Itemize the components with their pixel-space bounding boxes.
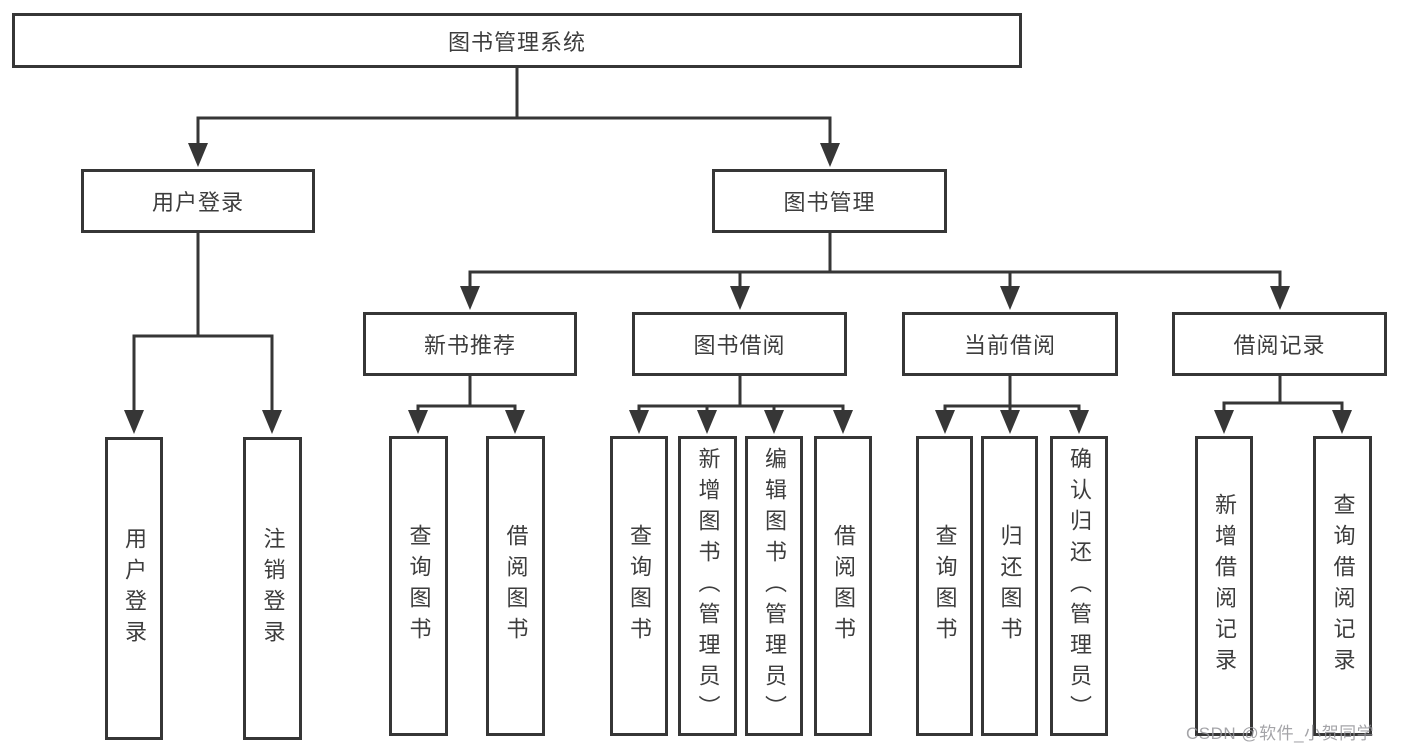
arrowhead-login (124, 410, 144, 434)
arrowhead-br-add (1214, 410, 1234, 434)
node-root-label: 图书管理系统 (447, 29, 586, 55)
leaf-nb-query-book: 查询图书 (389, 436, 448, 736)
watermark: CSDN @软件_小贺同学 (1186, 724, 1375, 743)
connector-book-borrow-rail (637, 404, 845, 412)
arrowhead-nb-query (408, 410, 428, 434)
leaf-user-login: 用户登录 (105, 437, 163, 740)
connector-level3-rail (468, 270, 1282, 288)
leaf-bb-add-book: 新增图书（管理员） (678, 436, 737, 736)
leaf-br-query-record-label: 查询借阅记录 (1330, 493, 1356, 679)
leaf-cb-return-book-label: 归还图书 (997, 524, 1023, 648)
node-current-borrow: 当前借阅 (902, 312, 1118, 376)
leaf-cb-confirm-return-label: 确认归还（管理员） (1067, 446, 1092, 726)
leaf-bb-edit-book: 编辑图书（管理员） (745, 436, 803, 736)
leaf-bb-add-book-label: 新增图书（管理员） (695, 446, 721, 726)
arrowhead-new-book (460, 286, 480, 310)
arrowhead-bb-query (629, 410, 649, 434)
arrowhead-bb-edit (764, 410, 784, 434)
arrowhead-nb-borrow (505, 410, 525, 434)
leaf-cb-query-book-label: 查询图书 (932, 524, 958, 648)
arrowhead-br-query (1332, 410, 1352, 434)
leaf-logout: 注销登录 (243, 437, 302, 740)
leaf-cb-query-book: 查询图书 (916, 436, 973, 736)
leaf-bb-query-book-label: 查询图书 (627, 524, 652, 648)
leaf-bb-borrow-book-label: 借阅图书 (831, 524, 856, 648)
node-borrow-record-label: 借阅记录 (1233, 333, 1326, 358)
arrowhead-logout (262, 410, 282, 434)
leaf-bb-borrow-book: 借阅图书 (814, 436, 872, 736)
node-user-login-label: 用户登录 (151, 190, 244, 215)
node-borrow-record: 借阅记录 (1172, 312, 1387, 376)
arrowhead-book-borrow (730, 286, 750, 310)
leaf-nb-borrow-book: 借阅图书 (486, 436, 545, 736)
arrowhead-borrow-record (1270, 286, 1290, 310)
node-book-management-label: 图书管理 (783, 190, 876, 215)
node-book-borrow-label: 图书借阅 (693, 333, 786, 358)
arrowhead-bb-borrow (833, 410, 853, 434)
leaf-nb-query-book-label: 查询图书 (406, 524, 432, 648)
leaf-cb-confirm-return: 确认归还（管理员） (1050, 436, 1108, 736)
arrowhead-user-login (188, 143, 208, 167)
connector-borrow-record-rail (1222, 401, 1344, 412)
connector-new-book-rail (416, 404, 517, 412)
leaf-cb-return-book: 归还图书 (981, 436, 1038, 736)
leaf-bb-edit-book-label: 编辑图书（管理员） (762, 446, 787, 726)
node-new-book-recommend: 新书推荐 (363, 312, 577, 376)
connector-current-borrow-rail (943, 404, 1081, 412)
leaf-br-query-record: 查询借阅记录 (1313, 436, 1372, 736)
arrowhead-book-management (820, 143, 840, 167)
leaf-br-add-record: 新增借阅记录 (1195, 436, 1253, 736)
leaf-nb-borrow-book-label: 借阅图书 (503, 524, 529, 648)
node-current-borrow-label: 当前借阅 (963, 333, 1056, 358)
arrowhead-bb-add (697, 410, 717, 434)
node-root: 图书管理系统 (12, 13, 1022, 68)
connector-level2-rail (196, 116, 832, 146)
arrowhead-cb-confirm (1069, 410, 1089, 434)
arrowhead-cb-query (935, 410, 955, 434)
node-book-borrow: 图书借阅 (632, 312, 847, 376)
arrowhead-current-borrow (1000, 286, 1020, 310)
leaf-bb-query-book: 查询图书 (610, 436, 668, 736)
node-book-management: 图书管理 (712, 169, 947, 233)
leaf-logout-label: 注销登录 (260, 526, 286, 651)
arrowhead-cb-return (1000, 410, 1020, 434)
node-new-book-recommend-label: 新书推荐 (423, 333, 516, 358)
leaf-user-login-label: 用户登录 (122, 526, 147, 651)
leaf-br-add-record-label: 新增借阅记录 (1212, 493, 1237, 679)
connector-user-login-rail (132, 334, 274, 412)
node-user-login: 用户登录 (81, 169, 315, 233)
